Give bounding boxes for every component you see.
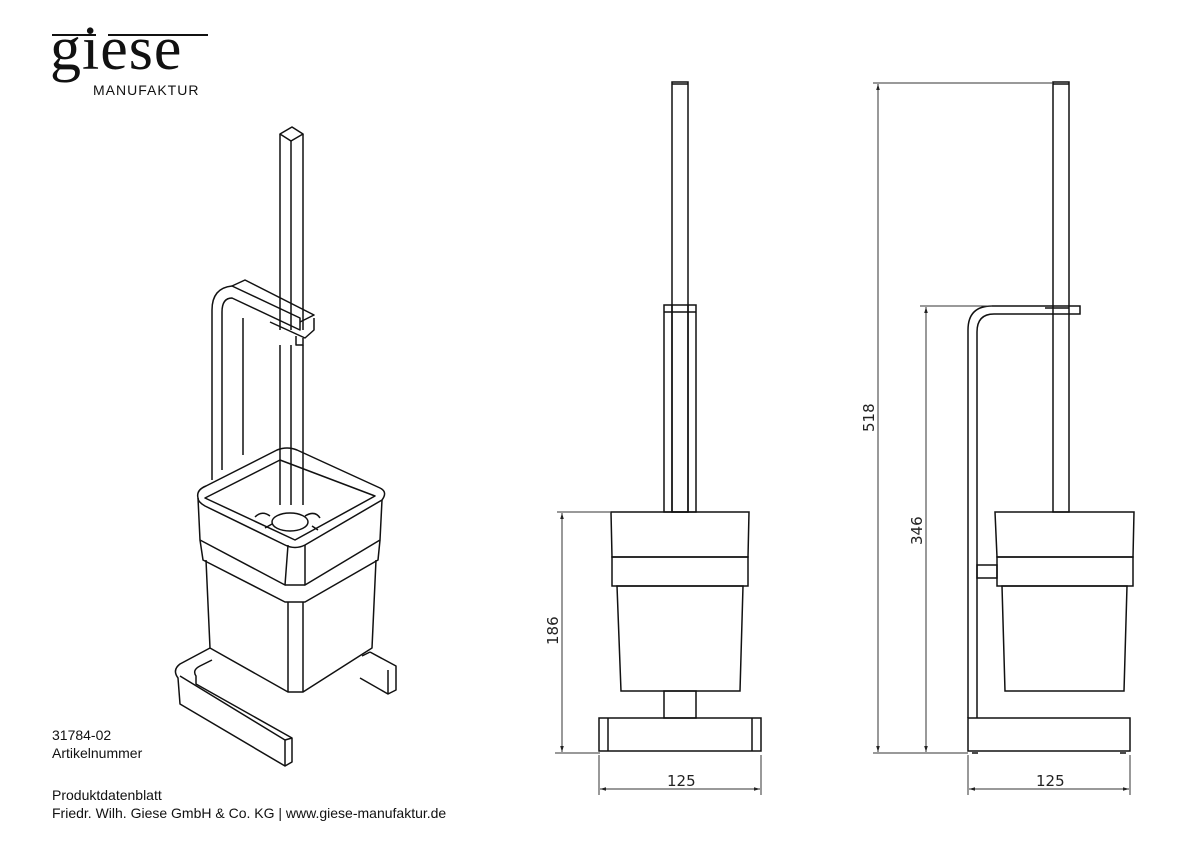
- side-holder-height-dimension: 346: [908, 516, 926, 545]
- front-dimensions: [555, 511, 762, 795]
- front-view: [598, 81, 762, 752]
- article-info: 31784-02 Artikelnummer: [52, 726, 142, 762]
- logo-subtitle: MANUFAKTUR: [93, 82, 200, 98]
- article-number: 31784-02: [52, 727, 112, 743]
- front-width-dimension: 125: [667, 772, 696, 790]
- side-view: [967, 81, 1135, 754]
- datasheet-title: Produktdatenblatt: [52, 787, 162, 803]
- giese-logo: giese MANUFAKTUR: [50, 18, 210, 104]
- logo-rule-left: [52, 34, 96, 36]
- company-line: Friedr. Wilh. Giese GmbH & Co. KG | www.…: [52, 805, 447, 821]
- front-height-dimension: 186: [544, 616, 562, 645]
- isometric-view: [174, 126, 397, 767]
- footer-info: Produktdatenblatt Friedr. Wilh. Giese Gm…: [52, 786, 446, 822]
- logo-wordmark: giese: [50, 15, 183, 83]
- logo-rule-right: [108, 34, 208, 36]
- side-width-dimension: 125: [1036, 772, 1065, 790]
- article-label: Artikelnummer: [52, 745, 143, 761]
- side-total-height-dimension: 518: [860, 403, 878, 432]
- side-dimensions: [873, 82, 1131, 795]
